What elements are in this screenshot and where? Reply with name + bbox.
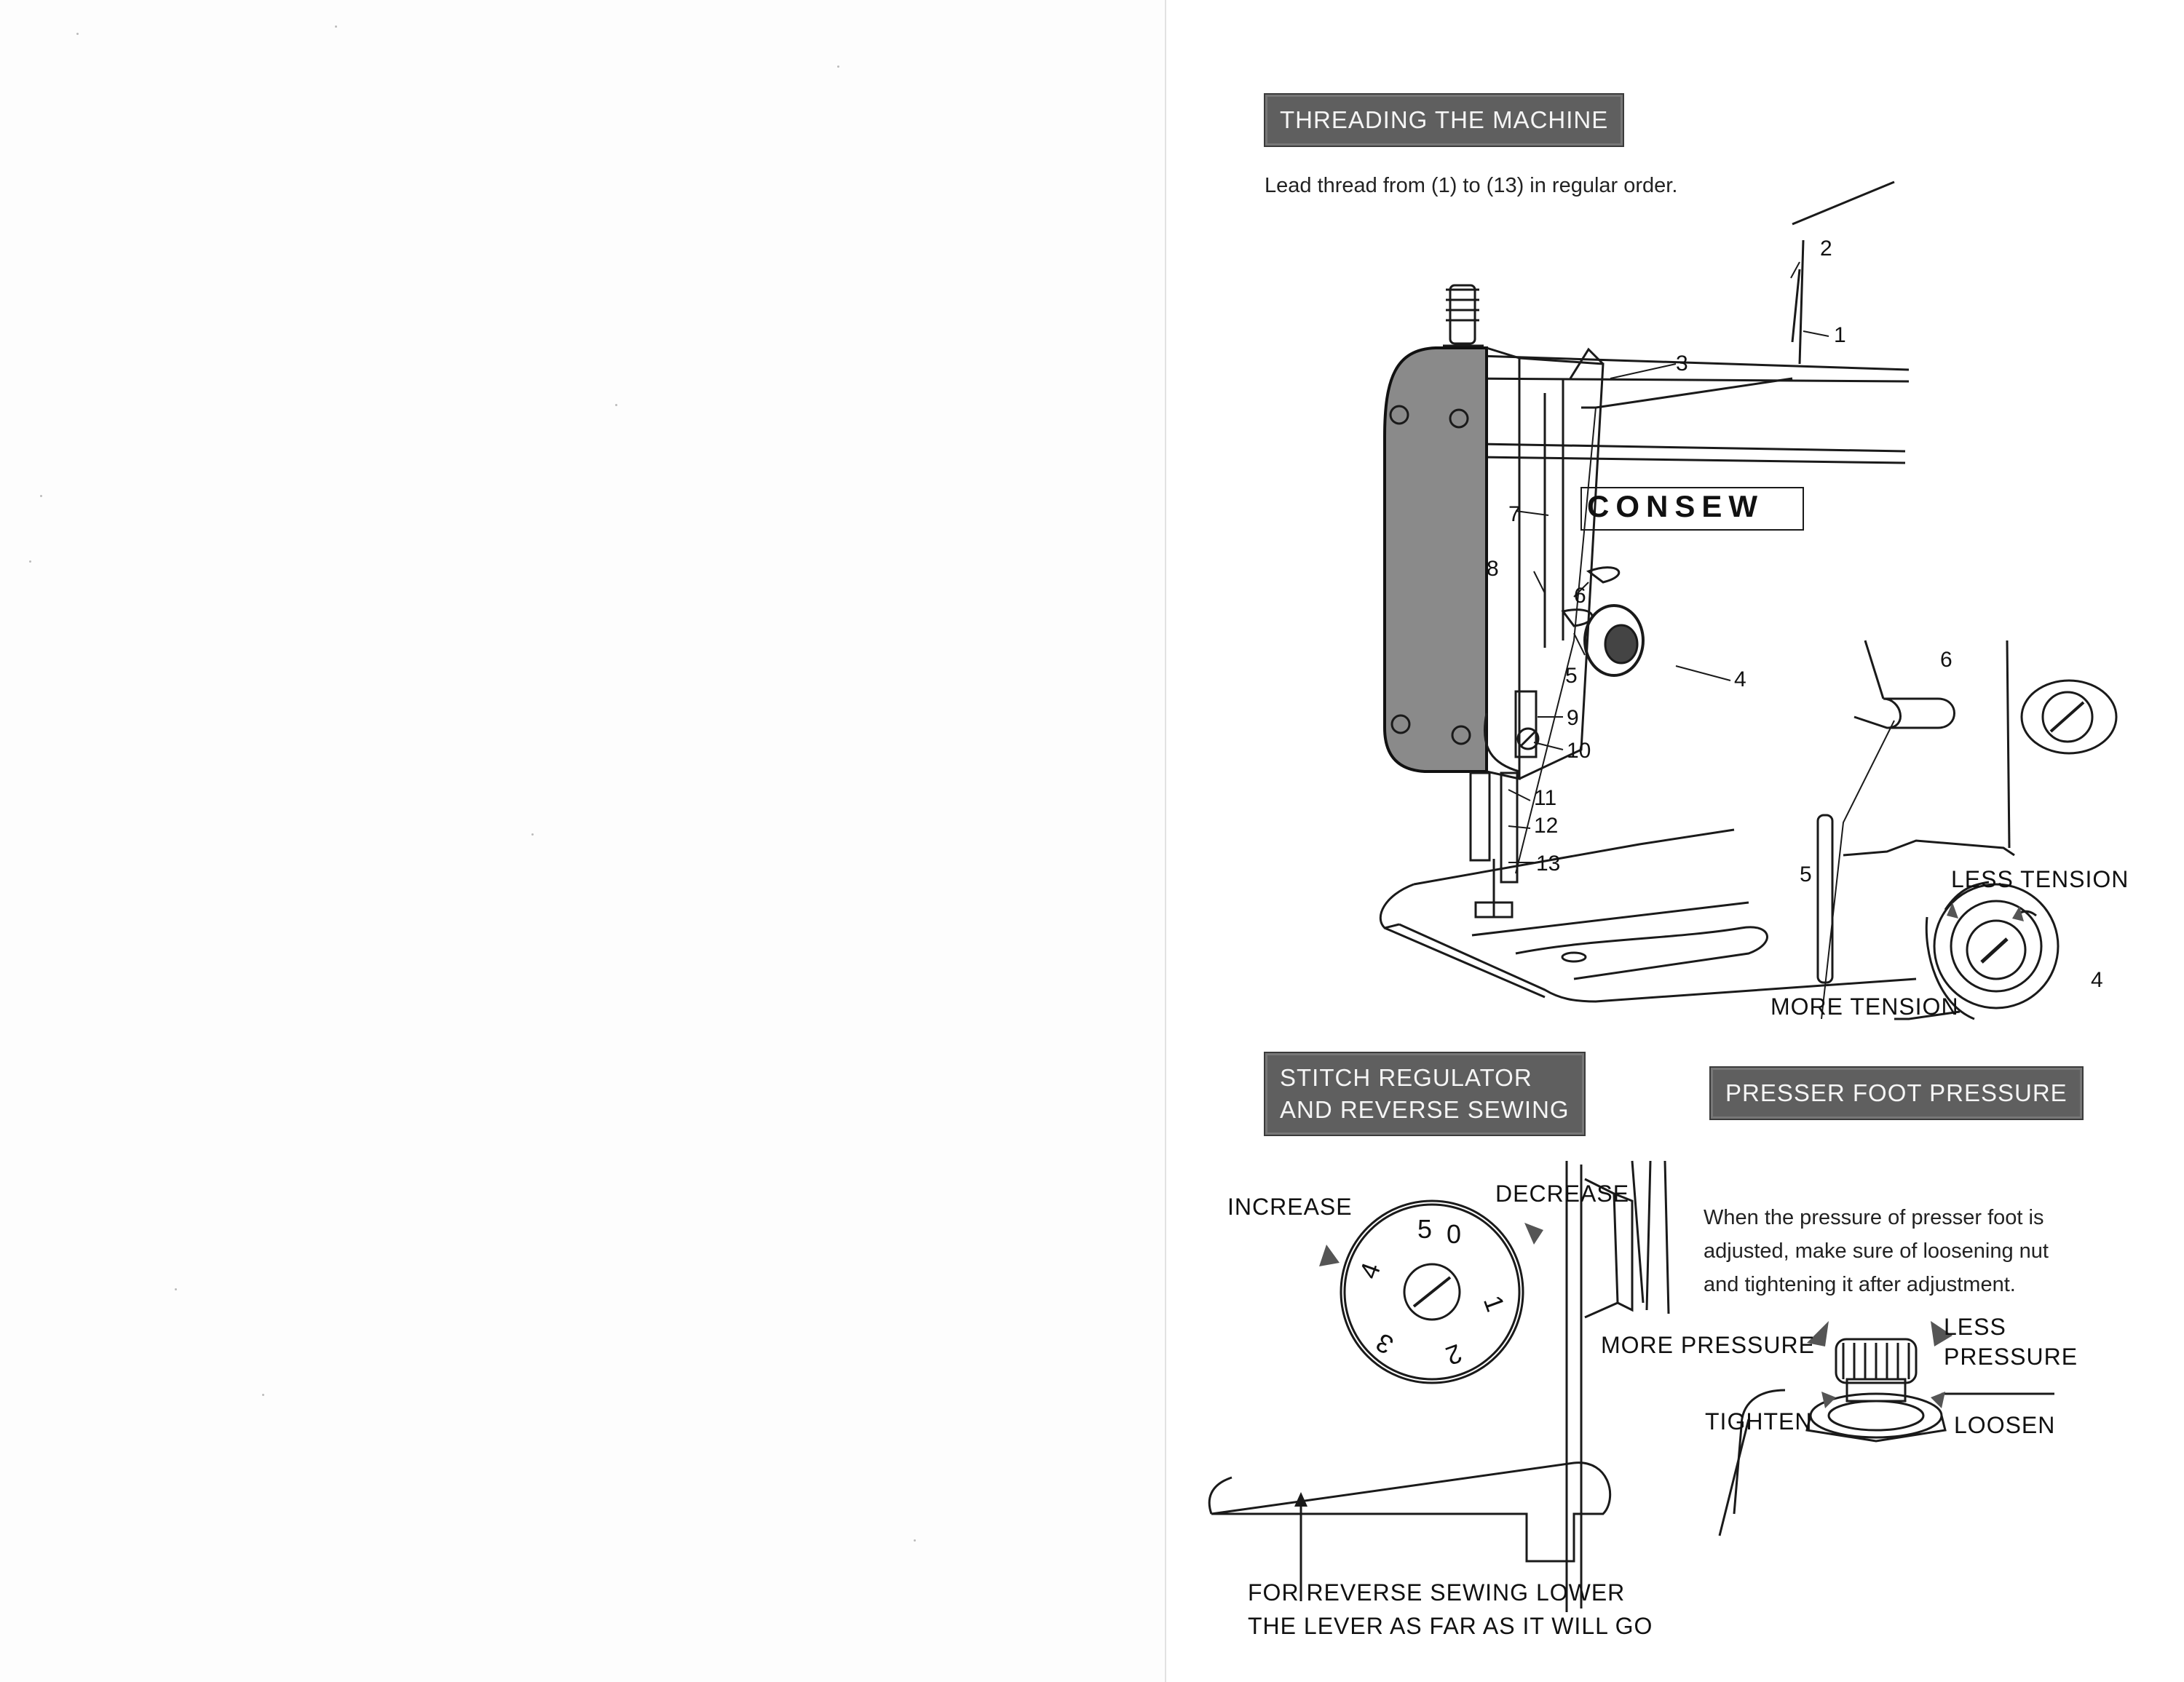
callout-6: 6: [1574, 584, 1586, 608]
presser-text-line2: adjusted, make sure of loosening nut: [1704, 1239, 2049, 1263]
tension-callout-5: 5: [1800, 862, 1812, 886]
right-manual-page: THREADING THE MACHINE Lead thread from (…: [1166, 0, 2184, 1682]
less-pressure-label-line1: LESS: [1944, 1314, 2006, 1340]
page-fold: [1165, 0, 1166, 1682]
callout-2: 2: [1820, 237, 1832, 261]
left-blank-page: [29, 25, 916, 1542]
presser-nut-illustration: [1718, 1321, 2054, 1536]
loosen-label: LOOSEN: [1954, 1412, 2056, 1438]
callout-11: 11: [1534, 786, 1557, 810]
callout-12: 12: [1534, 814, 1559, 838]
dial-number-0: 0: [1447, 1219, 1462, 1249]
tighten-label: TIGHTEN: [1705, 1408, 1813, 1435]
reverse-instruction-line1: FOR REVERSE SEWING LOWER: [1248, 1579, 1626, 1606]
stitch-heading-line2: AND REVERSE SEWING: [1280, 1096, 1570, 1123]
threading-instruction: Lead thread from (1) to (13) in regular …: [1265, 174, 1678, 197]
callout-13: 13: [1536, 852, 1561, 876]
increase-label: INCREASE: [1227, 1194, 1353, 1220]
callout-7: 7: [1508, 502, 1521, 526]
presser-foot-heading: PRESSER FOOT PRESSURE: [1709, 1066, 2084, 1120]
consew-brand-text: CONSEW: [1587, 489, 1764, 523]
tension-callout-4: 4: [2091, 968, 2103, 992]
threading-heading: THREADING THE MACHINE: [1264, 93, 1625, 147]
dial-number-5: 5: [1417, 1214, 1433, 1244]
less-tension-label: LESS TENSION: [1951, 866, 2129, 892]
tension-callout-6: 6: [1940, 648, 1952, 672]
callout-8: 8: [1487, 557, 1499, 581]
stitch-heading-line1: STITCH REGULATOR: [1280, 1064, 1532, 1091]
more-tension-label: MORE TENSION: [1770, 993, 1959, 1020]
callout-1: 1: [1834, 323, 1846, 347]
callout-4: 4: [1734, 667, 1746, 691]
sewing-machine-head-illustration: [1379, 181, 1917, 1003]
less-pressure-label-line2: PRESSURE: [1944, 1344, 2078, 1370]
callout-10: 10: [1567, 739, 1591, 763]
callout-3: 3: [1676, 352, 1688, 376]
presser-text-line3: and tightening it after adjustment.: [1704, 1273, 2016, 1296]
callout-9: 9: [1567, 706, 1579, 730]
callout-5: 5: [1565, 664, 1578, 688]
stitch-dial-illustration: [1208, 1160, 1670, 1612]
decrease-label: DECREASE: [1495, 1181, 1630, 1207]
stitch-regulator-heading: STITCH REGULATOR AND REVERSE SEWING: [1264, 1052, 1586, 1136]
reverse-instruction-line2: THE LEVER AS FAR AS IT WILL GO: [1248, 1613, 1653, 1639]
more-pressure-label: MORE PRESSURE: [1601, 1332, 1815, 1358]
presser-text-line1: When the pressure of presser foot is: [1704, 1206, 2044, 1229]
tension-detail-illustration: [1816, 640, 2118, 1020]
